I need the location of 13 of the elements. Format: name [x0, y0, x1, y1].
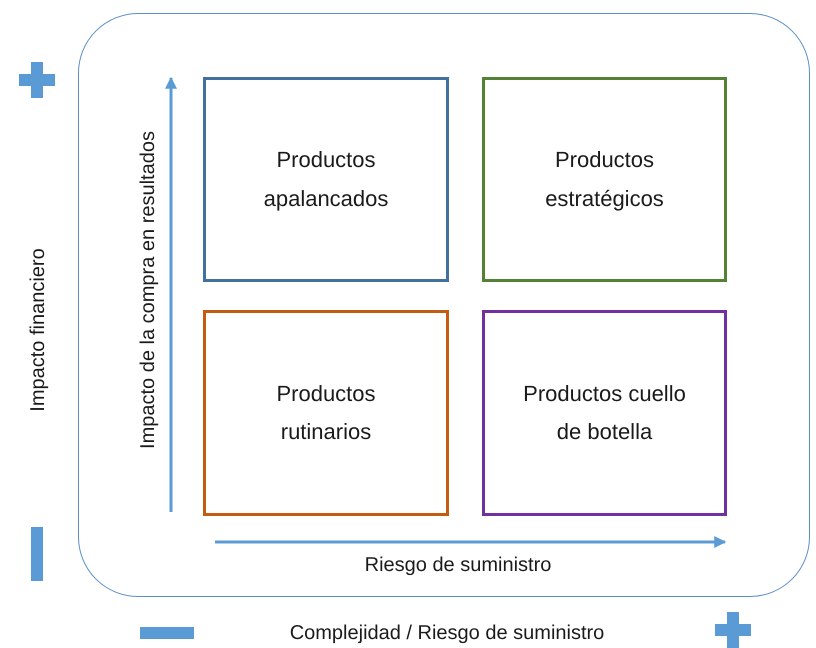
quadrant-box	[482, 310, 727, 516]
axis-title: Riesgo de suministro	[364, 553, 552, 577]
axis-title: Impacto de la compra en resultados	[136, 131, 160, 449]
quadrant-label: Productos apalancados	[262, 146, 390, 213]
axis-title: Complejidad / Riesgo de suministro	[290, 621, 604, 645]
quadrant-label: Productos rutinarios	[275, 380, 377, 446]
rounded-frame	[78, 13, 810, 597]
quadrant-label: Productos estratégicos	[544, 146, 665, 213]
quadrant-label: Productos cuello de botella	[522, 380, 687, 446]
axis-title: Impacto financiero	[26, 248, 50, 412]
quadrant-box	[482, 77, 727, 282]
quadrant-box	[203, 77, 449, 282]
quadrant-box	[203, 310, 449, 516]
